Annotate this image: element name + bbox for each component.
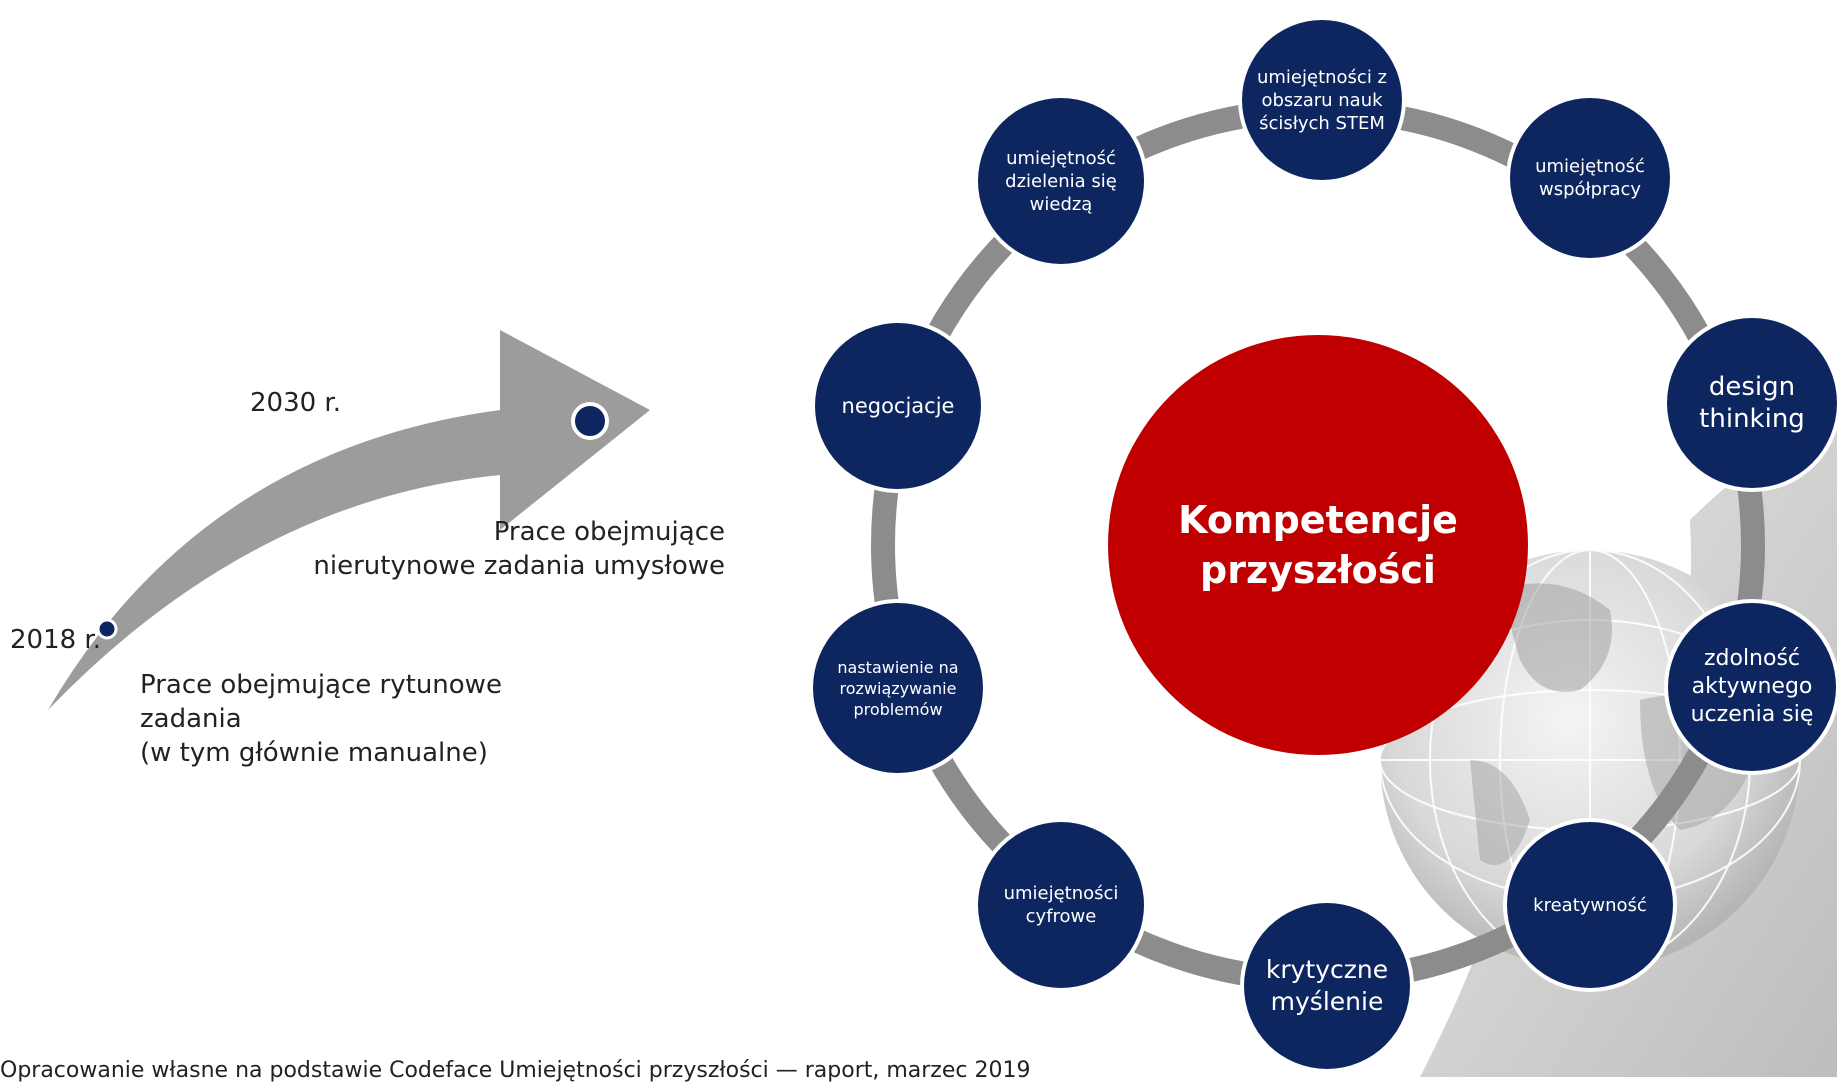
competency-label: umiejętności z obszaru nauk ścisłych STE… [1256,66,1388,134]
competency-label: umiejętność dzielenia się wiedzą [1005,147,1117,215]
source-caption: Opracowanie własne na podstawie Codeface… [0,1058,1031,1083]
competency-stem: umiejętności z obszaru nauk ścisłych STE… [1242,20,1402,180]
competency-label: zdolność aktywnego uczenia się [1690,646,1814,727]
timeline-arrow [48,330,650,710]
competency-label: umiejętność współpracy [1535,156,1645,200]
competency-critical-thinking: krytyczne myślenie [1244,903,1410,1069]
competency-negotiation: negocjacje [815,323,981,489]
routine-jobs-label: Prace obejmujące rytunowe zadania (w tym… [140,670,502,768]
end-year-label: 2030 r. [250,388,341,418]
competency-design-thinking: design thinking [1667,318,1837,488]
competency-label: nastawienie na rozwiązywanie problemów [837,657,959,719]
nonroutine-jobs-label: Prace obejmujące nierutynowe zadania umy… [313,517,725,581]
competency-digital-skills: umiejętności cyfrowe [978,822,1144,988]
competency-creativity: kreatywność [1507,822,1673,988]
competency-label: design thinking [1699,372,1805,434]
start-year-label: 2018 r. [10,625,101,655]
competency-label: kreatywność [1533,894,1647,916]
competency-collaboration: umiejętność współpracy [1510,98,1670,258]
competency-knowledge-sharing: umiejętność dzielenia się wiedzą [978,98,1144,264]
center-title: Kompetencje przyszłości [1108,335,1528,755]
competency-label: umiejętności cyfrowe [1003,883,1119,927]
competency-label: negocjacje [841,394,955,418]
competency-active-learning: zdolność aktywnego uczenia się [1668,603,1836,771]
competency-problem-solving: nastawienie na rozwiązywanie problemów [813,603,983,773]
competency-label: krytyczne myślenie [1265,955,1389,1016]
end-marker-icon [571,402,609,440]
start-marker-icon [96,618,118,640]
